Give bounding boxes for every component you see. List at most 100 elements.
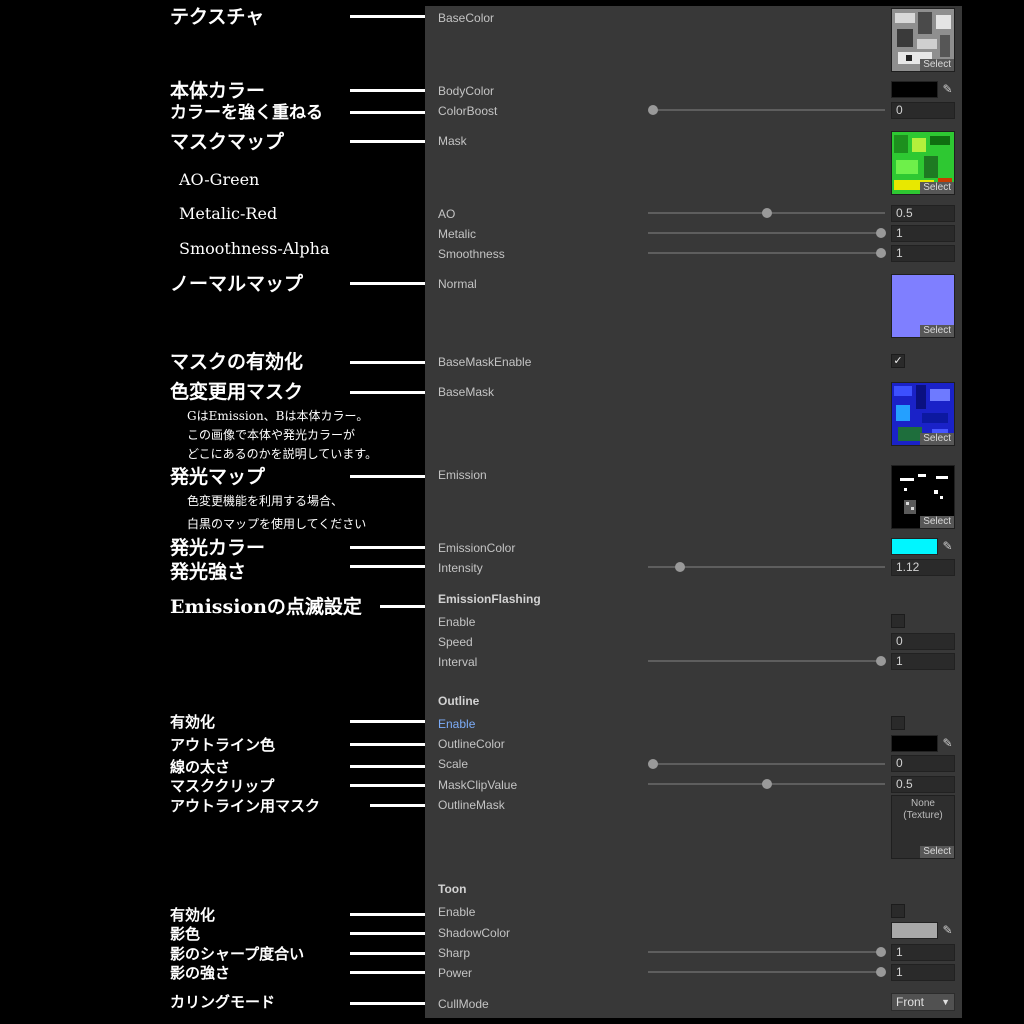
connector-line	[350, 971, 425, 974]
interval-slider-track[interactable]	[648, 660, 885, 662]
cull-mode-dropdown[interactable]: Front ▼	[891, 993, 955, 1011]
emission-color-label: EmissionColor	[438, 541, 516, 555]
cull-mode-label: CullMode	[438, 997, 489, 1011]
power-slider-track[interactable]	[648, 971, 885, 973]
mask-clip-slider-handle[interactable]	[762, 779, 772, 789]
scale-slider-track[interactable]	[653, 763, 885, 765]
color-boost-slider-track[interactable]	[653, 109, 885, 111]
mask-clip-value-field[interactable]: 0.5	[891, 776, 955, 793]
annotation-texture: テクスチャ	[170, 6, 265, 28]
annotation-mask-clip: マスククリップ	[170, 777, 275, 795]
flash-enable-checkbox[interactable]	[891, 614, 905, 628]
annotation-mask-map: マスクマップ	[170, 131, 285, 153]
outline-color-swatch[interactable]	[891, 735, 938, 752]
connector-line	[350, 391, 425, 394]
scale-slider-handle[interactable]	[648, 759, 658, 769]
connector-line	[350, 140, 425, 143]
sharp-slider-handle[interactable]	[876, 947, 886, 957]
base-color-texture-slot[interactable]: Select	[891, 8, 955, 72]
metalic-slider-track[interactable]	[648, 232, 885, 234]
toon-enable-checkbox[interactable]	[891, 904, 905, 918]
annotation-outline-enable: 有効化	[170, 713, 216, 731]
color-boost-field[interactable]: 0	[891, 102, 955, 119]
outline-mask-texture-slot[interactable]: None (Texture) Select	[891, 795, 955, 859]
eyedropper-icon[interactable]: ✎	[942, 539, 953, 553]
connector-line	[350, 89, 425, 92]
interval-field[interactable]: 1	[891, 653, 955, 670]
annotation-line-width: 線の太さ	[170, 758, 231, 776]
annotation-emission-flash: Emissionの点滅設定	[170, 596, 362, 618]
color-boost-slider-handle[interactable]	[648, 105, 658, 115]
mask-select-button[interactable]: Select	[920, 182, 954, 194]
power-slider-handle[interactable]	[876, 967, 886, 977]
flash-enable-label: Enable	[438, 615, 476, 629]
metalic-field[interactable]: 1	[891, 225, 955, 242]
annotation-outline-color: アウトライン色	[170, 736, 276, 754]
scale-field[interactable]: 0	[891, 755, 955, 772]
body-color-swatch[interactable]	[891, 81, 938, 98]
smoothness-slider-handle[interactable]	[876, 248, 886, 258]
connector-line	[380, 605, 425, 608]
connector-line	[350, 913, 425, 916]
smoothness-slider-track[interactable]	[648, 252, 885, 254]
emission-color-swatch[interactable]	[891, 538, 938, 555]
emission-select-button[interactable]: Select	[920, 516, 954, 528]
speed-field[interactable]: 0	[891, 633, 955, 650]
ao-slider-handle[interactable]	[762, 208, 772, 218]
intensity-slider-handle[interactable]	[675, 562, 685, 572]
annotation-emission-note-2: 白黒のマップを使用してください	[187, 517, 367, 531]
mask-clip-value-label: MaskClipValue	[438, 778, 518, 792]
base-color-select-button[interactable]: Select	[920, 59, 954, 71]
normal-texture-slot[interactable]: Select	[891, 274, 955, 338]
shadow-color-swatch[interactable]	[891, 922, 938, 939]
connector-line	[350, 784, 425, 787]
smoothness-label: Smoothness	[438, 247, 505, 261]
ao-label: AO	[438, 207, 456, 221]
connector-line	[350, 111, 425, 114]
annotation-body-color: 本体カラー	[170, 80, 266, 102]
eyedropper-icon[interactable]: ✎	[942, 736, 953, 750]
connector-line	[350, 282, 425, 285]
annotation-power: 影の強さ	[170, 964, 231, 982]
outline-mask-select-button[interactable]: Select	[920, 846, 954, 858]
metalic-label: Metalic	[438, 227, 477, 241]
intensity-slider-track[interactable]	[648, 566, 885, 568]
sharp-field[interactable]: 1	[891, 944, 955, 961]
mask-texture-slot[interactable]: Select	[891, 131, 955, 195]
power-label: Power	[438, 966, 473, 980]
toon-enable-label: Enable	[438, 905, 476, 919]
connector-line	[350, 361, 425, 364]
normal-select-button[interactable]: Select	[920, 325, 954, 337]
metalic-slider-handle[interactable]	[876, 228, 886, 238]
annotation-color-boost: カラーを強く重ねる	[170, 103, 323, 123]
base-mask-label: BaseMask	[438, 385, 495, 399]
annotation-mask-note-1: GはEmission、Bは本体カラー。	[187, 409, 369, 423]
annotation-toon-enable: 有効化	[170, 906, 216, 924]
intensity-label: Intensity	[438, 561, 483, 575]
eyedropper-icon[interactable]: ✎	[942, 82, 953, 96]
connector-line	[350, 765, 425, 768]
power-field[interactable]: 1	[891, 964, 955, 981]
outline-enable-checkbox[interactable]	[891, 716, 905, 730]
base-mask-select-button[interactable]: Select	[920, 433, 954, 445]
sharp-slider-track[interactable]	[648, 951, 885, 953]
intensity-field[interactable]: 1.12	[891, 559, 955, 576]
outline-color-label: OutlineColor	[438, 737, 505, 751]
eyedropper-icon[interactable]: ✎	[942, 923, 953, 937]
base-mask-texture-slot[interactable]: Select	[891, 382, 955, 446]
shadow-color-label: ShadowColor	[438, 926, 511, 940]
base-mask-enable-checkbox[interactable]: ✓	[891, 354, 905, 368]
base-color-label: BaseColor	[438, 11, 495, 25]
interval-slider-handle[interactable]	[876, 656, 886, 666]
connector-line	[370, 804, 425, 807]
interval-label: Interval	[438, 655, 478, 669]
emission-texture-slot[interactable]: Select	[891, 465, 955, 529]
connector-line	[350, 952, 425, 955]
toon-header: Toon	[438, 882, 467, 896]
annotation-smoothness-alpha: Smoothness-Alpha	[179, 239, 330, 258]
annotation-cull-mode: カリングモード	[170, 993, 276, 1011]
annotation-outline-mask: アウトライン用マスク	[170, 797, 321, 815]
ao-field[interactable]: 0.5	[891, 205, 955, 222]
smoothness-field[interactable]: 1	[891, 245, 955, 262]
annotation-emission-map: 発光マップ	[170, 466, 266, 488]
